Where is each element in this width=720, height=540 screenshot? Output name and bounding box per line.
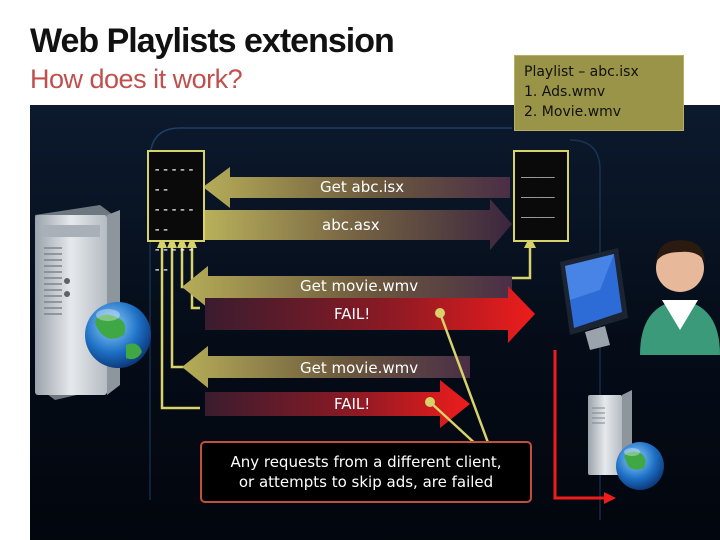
note-box: Any requests from a different client, or… [200, 441, 532, 503]
arrow-label-get-abc: Get abc.isx [320, 178, 405, 196]
user-icon [640, 240, 720, 355]
arrow-fail-2 [205, 380, 470, 428]
client-doc-line: ____ [521, 182, 555, 198]
server-doc-line: ------- [153, 162, 196, 198]
small-globe-icon [616, 442, 664, 490]
client-doc-line: ____ [521, 202, 555, 218]
arrow-abc-asx [205, 199, 512, 250]
playlist-box: Playlist – abc.isx 1. Ads.wmv 2. Movie.w… [514, 55, 684, 131]
arrow-label-fail-2: FAIL! [334, 395, 371, 413]
note-line: or attempts to skip ads, are failed [238, 473, 494, 491]
arrow-get-movie-1 [182, 266, 512, 308]
server-icon [35, 205, 120, 400]
playlist-line: 1. Ads.wmv [524, 84, 606, 100]
note-line: Any requests from a different client, [230, 453, 502, 471]
arrow-get-movie-2 [182, 346, 470, 388]
globe-icon [85, 302, 151, 368]
server-document: ------- ------- ------- [147, 150, 205, 278]
arrow-label-fail-1: FAIL! [334, 305, 371, 323]
server-doc-line: ------- [153, 202, 196, 238]
arrow-get-abc [203, 167, 510, 208]
monitor-icon [560, 248, 628, 350]
client-document: ____ ____ ____ [513, 150, 569, 242]
server-doc-line: ------- [153, 242, 196, 278]
playlist-line: Playlist – abc.isx [524, 64, 639, 80]
arrow-label-get-movie-1: Get movie.wmv [300, 277, 419, 295]
slide-subtitle: How does it work? [30, 64, 243, 94]
arrow-fail-1 [205, 286, 535, 343]
arrow-label-get-movie-2: Get movie.wmv [300, 359, 419, 377]
arrow-label-abc-asx: abc.asx [322, 216, 380, 234]
playlist-line: 2. Movie.wmv [524, 104, 622, 120]
slide-title: Web Playlists extension [30, 22, 395, 60]
client-doc-line: ____ [521, 162, 555, 178]
